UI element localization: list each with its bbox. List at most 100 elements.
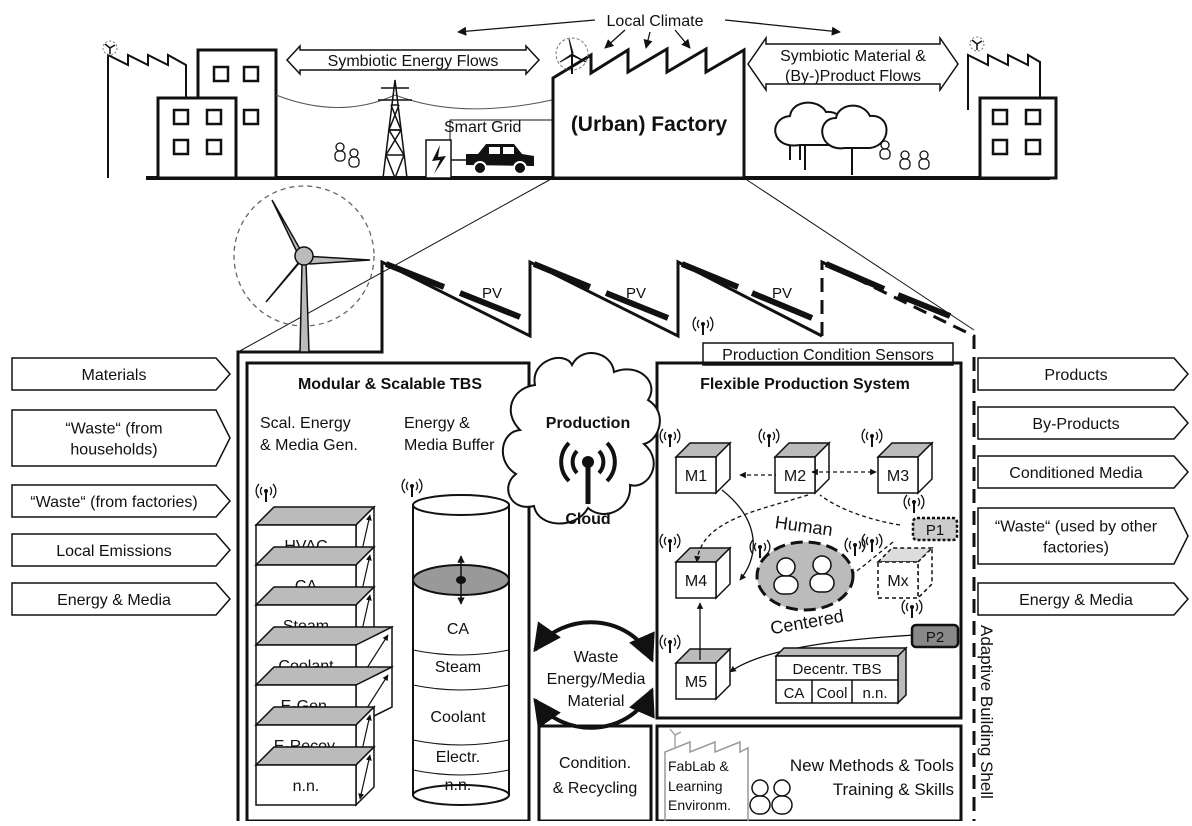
machine-m5: M5	[659, 634, 732, 701]
input-materials: Materials	[11, 357, 231, 391]
urban-factory-building: (Urban) Factory	[551, 46, 746, 180]
new-methods-label: New Methods & Tools	[790, 756, 954, 775]
pv-panels	[384, 261, 952, 321]
input-waste-households-label: “Waste“ (from	[65, 421, 162, 438]
decentr-cool: Cool	[817, 685, 848, 702]
tbs-buffer-label-2: Media Buffer	[404, 437, 495, 454]
buffer-ca: CA	[447, 621, 470, 638]
output-by-products-label: By-Products	[1032, 416, 1119, 433]
machine-mx: Mx	[861, 533, 934, 600]
buffer-antenna-icon	[401, 478, 423, 498]
cloud-label-2: Cloud	[565, 511, 610, 528]
tbs-buffer-label-1: Energy &	[404, 415, 470, 432]
symbiotic-energy-flows-arrow: Symbiotic Energy Flows	[285, 44, 541, 76]
decentr-tbs-label: Decentr. TBS	[793, 661, 882, 678]
machine-m3: M3	[861, 428, 934, 495]
symbiotic-energy-flows-label: Symbiotic Energy Flows	[328, 53, 499, 70]
decentr-nn: n.n.	[862, 685, 887, 702]
factory-wind-turbine-icon	[555, 37, 589, 74]
decentralized-tbs: Decentr. TBS CA Cool n.n.	[774, 646, 908, 705]
buffer-steam: Steam	[435, 659, 481, 676]
wind-turbine-icon	[233, 185, 375, 353]
output-products-label: Products	[1044, 367, 1107, 384]
machine-antenna-icon	[861, 428, 883, 448]
trainees-icon	[749, 779, 793, 815]
symbiotic-material-flows-arrow: Symbiotic Material & (By-)Product Flows	[747, 35, 959, 93]
right-building	[978, 96, 1058, 180]
tbs-antenna-icon	[255, 483, 277, 503]
p1-box	[911, 516, 959, 542]
symbiotic-material-label-1: Symbiotic Material &	[780, 48, 926, 65]
fablab-factory-outline	[664, 740, 749, 821]
power-pylon-icon	[378, 79, 412, 181]
pv-label-3: PV	[772, 285, 792, 302]
zoom-line-right	[743, 177, 975, 331]
output-energy-media-label: Energy & Media	[1019, 592, 1133, 609]
machine-antenna-icon	[659, 634, 681, 654]
fablab-label-3: Environm.	[668, 797, 731, 813]
grid-wire	[275, 94, 553, 110]
buffer-nn: n.n.	[445, 777, 472, 794]
trees-icon	[774, 101, 888, 175]
local-climate-label: Local Climate	[607, 13, 704, 30]
input-materials-label: Materials	[82, 367, 147, 384]
cloud-label-1: Production	[546, 415, 630, 432]
smart-grid-link	[449, 119, 552, 140]
fablab-label-1: FabLab &	[668, 758, 729, 774]
condition-panel	[537, 724, 653, 823]
right-wind-turbine-icon	[969, 36, 985, 52]
machine-label: M3	[887, 468, 909, 485]
waste-cycle: Waste Energy/Media Material	[533, 620, 655, 730]
machine-antenna-icon	[659, 533, 681, 553]
tbs-gen-label-1: Scal. Energy	[260, 415, 351, 432]
smart-grid-label: Smart Grid	[444, 119, 521, 136]
fablab-turbine-icon	[669, 728, 682, 747]
machine-m2: M2	[758, 428, 831, 495]
small-wind-turbine-icon	[102, 40, 118, 56]
left-factory-outline	[107, 53, 187, 178]
output-products: Products	[977, 357, 1189, 391]
people-icon	[334, 142, 360, 168]
left-building-front	[156, 96, 238, 180]
machine-antenna-icon	[659, 428, 681, 448]
tbs-module: n.n.	[254, 745, 376, 807]
fps-panel	[655, 361, 963, 720]
human-centered: Human Centered	[749, 512, 866, 638]
input-energy-media: Energy & Media	[11, 582, 231, 616]
right-factory-outline	[967, 53, 1041, 110]
p2-box	[910, 623, 960, 649]
output-conditioned-media: Conditioned Media	[977, 455, 1189, 489]
machine-label: M5	[685, 674, 707, 691]
symbiotic-material-label-2: (By-)Product Flows	[785, 68, 921, 85]
input-waste-factories-label: “Waste“ (from factories)	[30, 494, 197, 511]
waste-label-2: Energy/Media	[547, 671, 646, 688]
tbs-section: Modular & Scalable TBS Scal. Energy & Me…	[254, 376, 510, 807]
factory-building-shell: PV PV PV	[236, 259, 976, 821]
waste-label-1: Waste	[574, 649, 619, 666]
pv-label-2: PV	[626, 285, 646, 302]
adaptive-building-shell-label: Adaptive Building Shell	[977, 625, 996, 799]
lightning-icon	[432, 145, 446, 174]
p1-label: P1	[926, 522, 944, 539]
fablab-label-2: Learning	[668, 778, 723, 794]
fps-title: Flexible Production System	[700, 376, 910, 393]
input-energy-media-label: Energy & Media	[57, 592, 171, 609]
machine-m4: M4	[659, 533, 732, 600]
top-strip: Smart Grid Symbiotic Energy Flows (Urban…	[102, 13, 1058, 181]
output-waste-other-label: factories)	[1043, 540, 1109, 557]
wireless-icon	[559, 441, 617, 504]
sensor-antenna-icon	[692, 316, 714, 336]
production-cloud: Production Cloud	[501, 352, 661, 528]
waste-label-3: Material	[568, 693, 625, 710]
machine-m1: M1	[659, 428, 732, 495]
output-conditioned-media-label: Conditioned Media	[1009, 465, 1143, 482]
condition-label-2: & Recycling	[553, 780, 637, 797]
output-energy-media: Energy & Media	[977, 582, 1189, 616]
urban-factory-label: (Urban) Factory	[571, 113, 728, 136]
input-local-emissions: Local Emissions	[11, 533, 231, 567]
p2-antenna-icon	[901, 599, 923, 619]
